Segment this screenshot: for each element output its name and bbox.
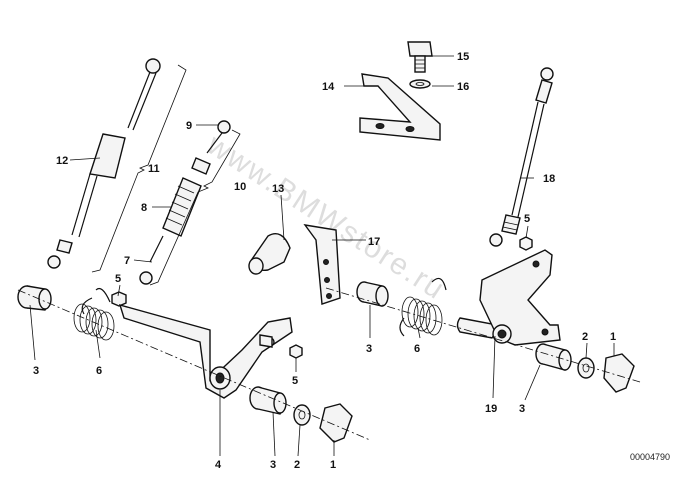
leader-lines [29,55,615,457]
spring-6-left[interactable] [73,287,115,341]
axis-line-right [325,287,641,383]
label-12: 12 [56,155,68,167]
clip-1-lower[interactable] [319,403,353,443]
label-6-left: 6 [96,365,102,377]
rod-assembly-10[interactable] [139,120,231,285]
lever-4[interactable] [118,303,293,399]
label-16: 16 [457,81,469,93]
washer-2-lower[interactable] [293,404,311,426]
bracket-11 [91,64,187,273]
label-8: 8 [141,202,147,214]
label-3-left: 3 [33,365,39,377]
label-6-mid: 6 [414,343,420,355]
label-14: 14 [322,81,335,93]
bushing-3-right[interactable] [535,343,572,371]
bushing-3-lower[interactable] [249,386,287,415]
label-19: 19 [485,403,497,415]
label-18: 18 [543,173,555,185]
bushing-3-left[interactable] [17,285,52,311]
label-9: 9 [186,120,192,132]
nut-5-right[interactable] [519,236,533,251]
label-11: 11 [148,163,160,175]
label-4: 4 [215,459,222,471]
nut-5-left[interactable] [111,291,127,307]
label-1-right: 1 [610,331,616,343]
label-13: 13 [272,183,284,195]
label-15: 15 [457,51,469,63]
label-1-lower: 1 [330,459,336,471]
label-2-lower: 2 [294,459,300,471]
label-3-right: 3 [519,403,525,415]
label-10: 10 [234,181,246,193]
label-7: 7 [124,255,130,267]
push-rod-12[interactable] [47,58,161,269]
bushing-3-mid[interactable] [356,281,389,307]
rod-18[interactable] [489,67,554,247]
cam-13[interactable] [248,233,291,275]
bolt-15[interactable] [407,41,433,73]
label-17: 17 [368,236,380,248]
washer-2-right[interactable] [577,357,595,379]
washer-16[interactable] [409,79,431,89]
spring-6-mid[interactable] [399,277,447,337]
label-5-left: 5 [115,273,121,285]
label-2-right: 2 [582,331,588,343]
clip-1-right[interactable] [603,353,635,393]
label-5-mid: 5 [292,375,298,387]
axis-line-left [17,289,371,441]
label-3-lower: 3 [270,459,276,471]
bracket-17[interactable] [303,224,341,305]
bracket-10 [149,129,241,286]
label-5-right: 5 [524,213,530,225]
label-3-mid: 3 [366,343,372,355]
bracket-19[interactable] [479,249,561,346]
reference-number: 00004790 [630,452,670,462]
nut-5-mid[interactable] [289,344,303,359]
